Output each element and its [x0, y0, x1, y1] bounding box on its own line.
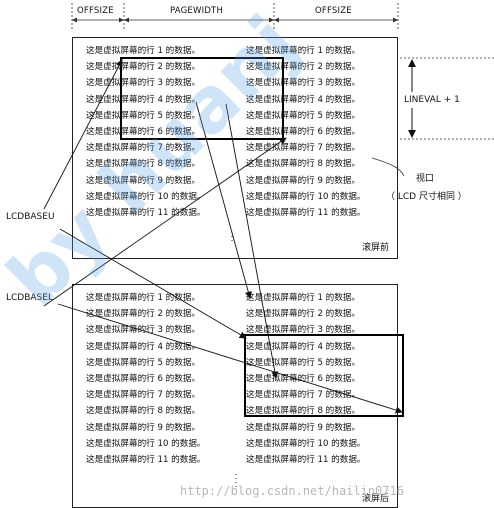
before-row-10-left: 这是虚拟屏幕的行 10 的数据。	[86, 191, 206, 202]
before-row-11-left: 这是虚拟屏幕的行 11 的数据。	[86, 208, 206, 218]
before-row-7-left: 这是虚拟屏幕的行 7 的数据。	[86, 143, 201, 154]
lineval-label: LINEVAL + 1	[404, 95, 460, 105]
after-row-1-left: 这是虚拟屏幕的行 1 的数据。	[86, 293, 201, 303]
after-row-3-right: 这是虚拟屏幕的行 3 的数据。	[246, 325, 361, 336]
after-row-6-left: 这是虚拟屏幕的行 6 的数据。	[86, 374, 201, 384]
after-row-4-right: 这是虚拟屏幕的行 4 的数据。	[246, 341, 361, 352]
virtual-screen-after: 滚屏后	[72, 284, 398, 508]
watermark-url: http://blog.csdn.net/hailin0716	[180, 484, 404, 498]
before-scroll-label: 滚屏前	[361, 243, 389, 253]
after-row-7-right: 这是虚拟屏幕的行 7 的数据。	[246, 390, 361, 401]
after-row-5-right: 这是虚拟屏幕的行 5 的数据。	[246, 357, 361, 368]
after-row-1-right: 这是虚拟屏幕的行 1 的数据。	[246, 293, 361, 303]
lcdbaseu-label: LCDBASEU	[6, 212, 55, 222]
after-row-5-left: 这是虚拟屏幕的行 5 的数据。	[86, 357, 201, 368]
before-row-2-left: 这是虚拟屏幕的行 2 的数据。	[86, 62, 201, 73]
after-row-8-right: 这是虚拟屏幕的行 8 的数据。	[246, 406, 361, 417]
before-row-8-left: 这是虚拟屏幕的行 8 的数据。	[86, 159, 201, 170]
after-row-2-left: 这是虚拟屏幕的行 2 的数据。	[86, 309, 201, 320]
after-row-9-right: 这是虚拟屏幕的行 9 的数据。	[246, 422, 361, 433]
before-row-3-right: 这是虚拟屏幕的行 3 的数据。	[246, 78, 361, 89]
after-scroll-label: 滚屏后	[361, 494, 389, 504]
before-row-9-right: 这是虚拟屏幕的行 9 的数据。	[246, 175, 361, 186]
before-row-6-right: 这是虚拟屏幕的行 6 的数据。	[246, 127, 361, 137]
after-row-6-right: 这是虚拟屏幕的行 6 的数据。	[246, 374, 361, 384]
before-row-2-right: 这是虚拟屏幕的行 2 的数据。	[246, 62, 361, 73]
viewport-note: （ LCD 尺寸相同 ）	[386, 192, 467, 202]
before-row-5-left: 这是虚拟屏幕的行 5 的数据。	[86, 110, 201, 121]
before-row-1-left: 这是虚拟屏幕的行 1 的数据。	[86, 46, 201, 56]
after-row-10-left: 这是虚拟屏幕的行 10 的数据。	[86, 438, 206, 449]
before-row-4-left: 这是虚拟屏幕的行 4 的数据。	[86, 94, 201, 105]
before-row-1-right: 这是虚拟屏幕的行 1 的数据。	[246, 46, 361, 56]
pagewidth-label: PAGEWIDTH	[170, 6, 224, 16]
dimension-lines	[71, 3, 399, 30]
viewport-before	[120, 57, 284, 140]
before-row-9-left: 这是虚拟屏幕的行 9 的数据。	[86, 175, 201, 186]
after-row-2-right: 这是虚拟屏幕的行 2 的数据。	[246, 309, 361, 320]
offsize-right-label: OFFSIZE	[315, 6, 352, 16]
after-row-8-left: 这是虚拟屏幕的行 8 的数据。	[86, 406, 201, 417]
lcdbasel-label: LCDBASEL	[6, 293, 53, 303]
before-row-3-left: 这是虚拟屏幕的行 3 的数据。	[86, 78, 201, 89]
before-row-4-right: 这是虚拟屏幕的行 4 的数据。	[246, 94, 361, 105]
before-row-11-right: 这是虚拟屏幕的行 11 的数据。	[246, 208, 366, 218]
viewport-after	[244, 334, 404, 417]
viewport-label: 视口	[416, 174, 435, 184]
before-row-5-right: 这是虚拟屏幕的行 5 的数据。	[246, 110, 361, 121]
offsize-left-label: OFFSIZE	[77, 6, 114, 16]
after-row-11-right: 这是虚拟屏幕的行 11 的数据。	[246, 455, 366, 465]
after-row-7-left: 这是虚拟屏幕的行 7 的数据。	[86, 390, 201, 401]
after-row-4-left: 这是虚拟屏幕的行 4 的数据。	[86, 341, 201, 352]
before-row-7-right: 这是虚拟屏幕的行 7 的数据。	[246, 143, 361, 154]
after-row-10-right: 这是虚拟屏幕的行 10 的数据。	[246, 438, 366, 449]
before-row-8-right: 这是虚拟屏幕的行 8 的数据。	[246, 159, 361, 170]
after-row-11-left: 这是虚拟屏幕的行 11 的数据。	[86, 455, 206, 465]
virtual-screen-before: 滚屏前	[72, 37, 398, 259]
after-row-9-left: 这是虚拟屏幕的行 9 的数据。	[86, 422, 201, 433]
before-row-6-left: 这是虚拟屏幕的行 6 的数据。	[86, 127, 201, 137]
before-row-10-right: 这是虚拟屏幕的行 10 的数据。	[246, 191, 366, 202]
